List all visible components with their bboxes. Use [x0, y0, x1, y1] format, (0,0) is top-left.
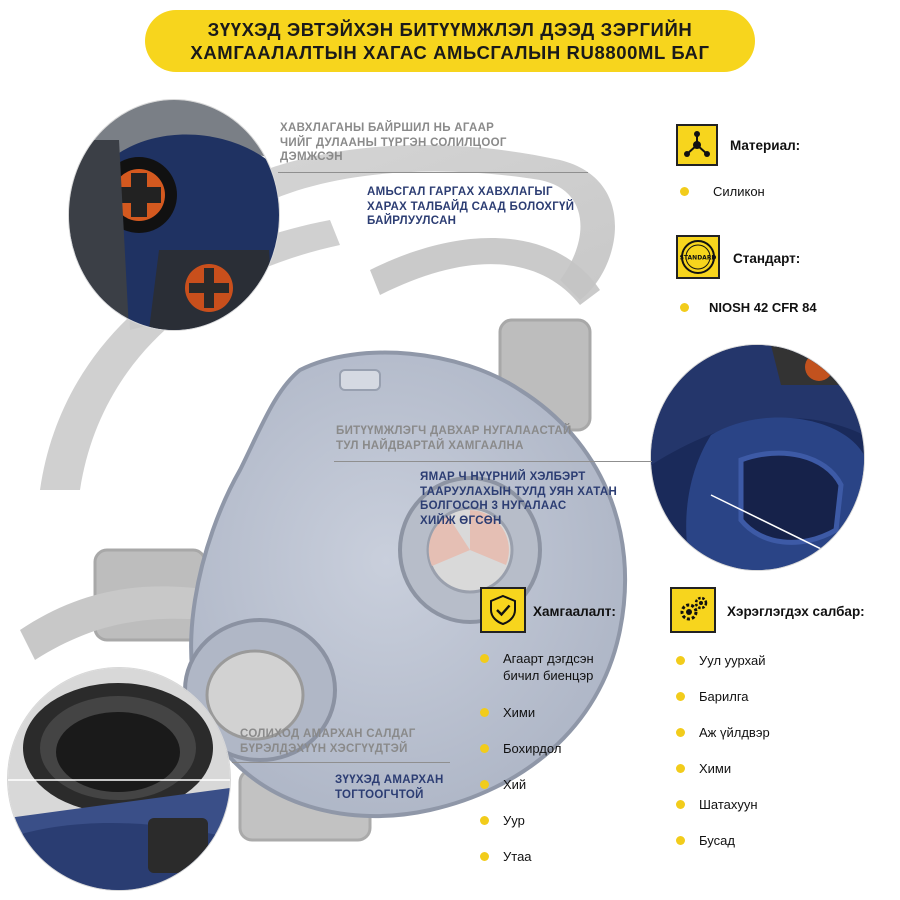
- callout-line: [232, 762, 450, 763]
- protection-item-label: Хими: [503, 705, 536, 720]
- list-item: Хими: [676, 760, 876, 777]
- list-item: Бохирдол: [480, 740, 650, 757]
- note-line: БИТҮҮМЖЛЭГЧ ДАВХАР НУГАЛААСТАЙ: [336, 425, 572, 437]
- seal-closeup-image: [651, 345, 864, 570]
- list-item: Барилга: [676, 688, 876, 705]
- bullet-dot: [680, 187, 689, 196]
- note-line: СОЛИХОД АМАРХАН САЛДАГ: [240, 728, 416, 740]
- bullet-dot: [480, 852, 489, 861]
- filter-thread-closeup-image: [8, 668, 230, 890]
- page-title: ЗҮҮХЭД ЭВТЭЙХЭН БИТҮҮМЖЛЭЛ ДЭЭД ЗЭРГИЙН …: [190, 18, 709, 64]
- note-fit: ЯМАР Ч НҮҮРНИЙ ХЭЛБЭРТ ТААРУУЛАХЫН ТУЛД …: [420, 470, 660, 528]
- list-item: Хий: [480, 776, 650, 793]
- note-line: ТААРУУЛАХЫН ТУЛД УЯН ХАТАН: [420, 485, 618, 498]
- list-item: Шатахуун: [676, 796, 876, 813]
- applications-item-label: Шатахуун: [699, 797, 758, 812]
- note-line: БАЙРЛУУЛСАН: [367, 215, 457, 227]
- applications-item-label: Бусад: [699, 833, 735, 848]
- bullet-dot: [480, 654, 489, 663]
- standard-item: NIOSH 42 CFR 84: [680, 299, 817, 316]
- callout-line: [278, 172, 588, 173]
- note-line: ЯМАР Ч НҮҮРНИЙ ХЭЛБЭРТ: [420, 471, 586, 483]
- protection-title: Хамгаалалт:: [533, 604, 616, 619]
- note-line: ДЭМЖСЭН: [280, 151, 343, 163]
- standard-title: Стандарт:: [733, 251, 801, 266]
- protection-item-label: Утаа: [503, 849, 532, 864]
- bullet-dot: [680, 303, 689, 312]
- note-line: ТУЛ НАЙДВАРТАЙ ХАМГААЛНА: [336, 439, 524, 452]
- title-banner: ЗҮҮХЭД ЭВТЭЙХЭН БИТҮҮМЖЛЭЛ ДЭЭД ЗЭРГИЙН …: [145, 10, 755, 72]
- title-line-1: ЗҮҮХЭД ЭВТЭЙХЭН БИТҮҮМЖЛЭЛ ДЭЭД ЗЭРГИЙН: [207, 19, 693, 40]
- note-line: АМЬСГАЛ ГАРГАХ ХАВХЛАГЫГ: [367, 186, 553, 198]
- molecule-icon: [676, 124, 718, 166]
- list-item: Уур: [480, 812, 650, 829]
- list-item: Хими: [480, 704, 650, 721]
- callout-line: [334, 461, 652, 462]
- shield-check-icon: [480, 587, 526, 633]
- bullet-dot: [480, 816, 489, 825]
- note-filter-thread: СОЛИХОД АМАРХАН САЛДАГ БҮРЭЛДЭХҮҮН ХЭСГҮ…: [240, 727, 480, 756]
- note-harness: ЗҮҮХЭД АМАРХАН ТОГТООГЧТОЙ: [335, 773, 475, 802]
- bullet-dot: [676, 656, 685, 665]
- applications-item-label: Аж үйлдвэр: [699, 725, 770, 740]
- protection-list: Агаарт дэгдсэн бичил биенцэр Хими Бохирд…: [480, 650, 650, 865]
- note-line: ЧИЙГ ДУЛААНЫ ТҮРГЭН СОЛИЛЦООГ: [280, 136, 507, 149]
- note-valve-location: ХАВХЛАГАНЫ БАЙРШИЛ НЬ АГААР ЧИЙГ ДУЛААНЫ…: [280, 121, 580, 165]
- list-item: Агаарт дэгдсэн бичил биенцэр: [480, 650, 650, 684]
- protection-item-label: Бохирдол: [503, 741, 562, 756]
- applications-title: Хэрэглэгдэх салбар:: [727, 604, 865, 619]
- bullet-dot: [480, 780, 489, 789]
- standard-badge-text: STANDARD: [680, 255, 717, 262]
- material-title: Материал:: [730, 138, 801, 153]
- protection-item-label: Уур: [503, 813, 525, 828]
- applications-item-label: Уул уурхай: [699, 653, 766, 668]
- note-line: БҮРЭЛДЭХҮҮН ХЭСГҮҮДТЭЙ: [240, 742, 408, 755]
- applications-item-label: Хими: [699, 761, 732, 776]
- note-line: ХАРАХ ТАЛБАЙД СААД БОЛОХГҮЙ: [367, 200, 575, 213]
- standard-badge-icon: STANDARD: [676, 235, 720, 279]
- material-item: Силикон: [680, 183, 765, 200]
- note-line: ТОГТООГЧТОЙ: [335, 788, 424, 801]
- bullet-dot: [676, 728, 685, 737]
- standard-item-label: NIOSH 42 CFR 84: [709, 300, 817, 315]
- title-line-2: ХАМГААЛАЛТЫН ХАГАС АМЬСГАЛЫН RU8800ML БА…: [190, 42, 710, 63]
- note-line: ХИЙЖ ӨГСӨН: [420, 514, 502, 527]
- valve-closeup-image: [69, 100, 279, 330]
- bullet-dot: [480, 708, 489, 717]
- bullet-dot: [676, 692, 685, 701]
- respirator-mask-illustration: [20, 145, 628, 842]
- bullet-dot: [676, 800, 685, 809]
- bullet-dot: [676, 764, 685, 773]
- material-item-label: Силикон: [713, 184, 765, 199]
- note-line: БОЛГОСОН 3 НУГАЛААС: [420, 500, 567, 512]
- protection-item-label: Агаарт дэгдсэн бичил биенцэр: [503, 651, 594, 683]
- note-exhale-valve: АМЬСГАЛ ГАРГАХ ХАВХЛАГЫГ ХАРАХ ТАЛБАЙД С…: [367, 185, 627, 229]
- list-item: Бусад: [676, 832, 876, 849]
- protection-item-label: Хий: [503, 777, 527, 792]
- note-line: ХАВХЛАГАНЫ БАЙРШИЛ НЬ АГААР: [280, 122, 495, 134]
- list-item: Аж үйлдвэр: [676, 724, 876, 741]
- bullet-dot: [676, 836, 685, 845]
- applications-list: Уул уурхай Барилга Аж үйлдвэр Хими Шатах…: [676, 652, 876, 849]
- note-line: ЗҮҮХЭД АМАРХАН: [335, 774, 444, 786]
- note-seal: БИТҮҮМЖЛЭГЧ ДАВХАР НУГАЛААСТАЙ ТУЛ НАЙДВ…: [336, 424, 636, 453]
- list-item: Уул уурхай: [676, 652, 876, 669]
- gears-icon: [670, 587, 716, 633]
- list-item: Утаа: [480, 848, 650, 865]
- applications-item-label: Барилга: [699, 689, 749, 704]
- bullet-dot: [480, 744, 489, 753]
